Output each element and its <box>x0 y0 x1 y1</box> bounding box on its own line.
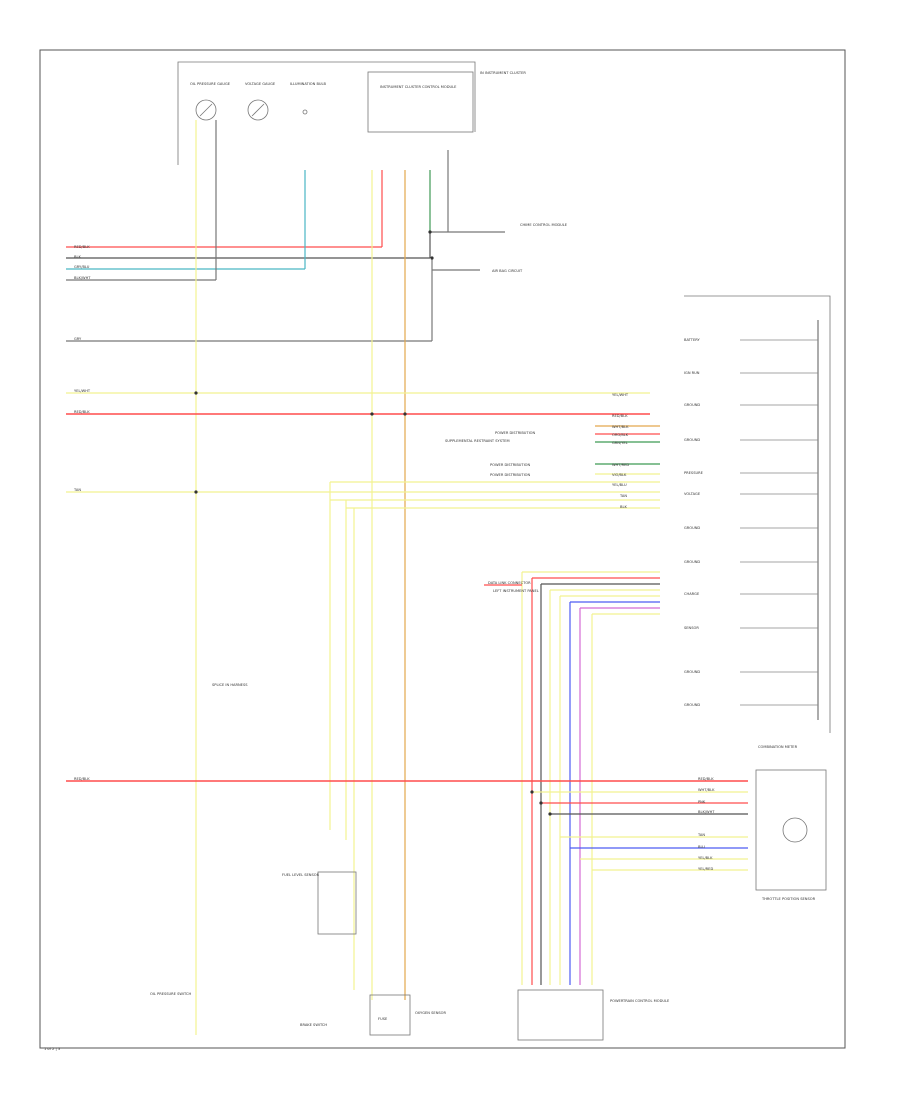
wire-layer <box>66 120 748 1035</box>
left-wire-tag: BLK/WHT <box>74 276 91 280</box>
mid-ref: POWER DISTRIBUTION <box>495 431 535 435</box>
right-wire-tag: YEL/BLU <box>612 483 627 487</box>
bottom-label: OIL PRESSURE SWITCH <box>150 992 191 996</box>
right-wire-tag: VIO/BLK <box>612 473 627 477</box>
meter-pin-label: GROUND <box>684 703 700 707</box>
cluster-enclosure <box>177 61 476 165</box>
cluster-note: IN INSTRUMENT CLUSTER <box>480 71 526 75</box>
diagram-border <box>39 49 846 1049</box>
splice-dot <box>428 230 432 234</box>
right-wire-tag: RED/BLK <box>612 414 628 418</box>
lower-right-tag: TAN <box>697 833 705 837</box>
lower-right-tag: YEL/BLK <box>698 856 713 860</box>
pcm-box <box>517 989 604 1041</box>
meter-pins: BATTERY IGN RUN GROUND GROUND PRESSURE VOLTAG… <box>684 338 818 707</box>
gauge-oil-pressure: OIL PRESSURE GAUGE <box>190 82 231 121</box>
meter-panel-label: COMBINATION METER <box>758 745 798 749</box>
left-wire-tag: YEL/WHT <box>74 389 91 393</box>
lower-right-tag: RED/BLK <box>698 777 714 781</box>
left-bottom-label: FUEL LEVEL SENSOR <box>282 873 320 877</box>
mid-ref: POWER DISTRIBUTION <box>490 463 530 467</box>
svg-text:VOLTAGE GAUGE: VOLTAGE GAUGE <box>245 82 276 86</box>
bottom-label: BRAKE SWITCH <box>300 1023 327 1027</box>
right-wire-tag: TAN <box>619 494 627 498</box>
lower-ref: DATA LINK CONNECTOR <box>488 581 531 585</box>
left-wire-tag: GRY <box>74 337 82 341</box>
svg-text:OIL PRESSURE GAUGE: OIL PRESSURE GAUGE <box>190 82 231 86</box>
left-wire-tag: BLK <box>74 255 81 259</box>
splice-dot <box>403 412 407 416</box>
splice-dot <box>430 256 434 260</box>
svg-text:THROTTLE POSITION SENSOR: THROTTLE POSITION SENSOR <box>761 897 816 901</box>
throttle-position-sensor: THROTTLE POSITION SENSOR <box>755 769 827 901</box>
meter-panel-frame <box>684 295 831 733</box>
splice-dot <box>530 790 534 794</box>
meter-pin-label: GROUND <box>684 403 700 407</box>
left-mid-label: SPLICE IN HARNESS <box>212 683 248 687</box>
meter-pin-label: SENSOR <box>684 626 699 630</box>
right-wire-tag: WHT/BLK <box>612 425 629 429</box>
top-module-label: INSTRUMENT CLUSTER CONTROL MODULE <box>380 85 457 89</box>
top-module-box <box>367 71 474 133</box>
meter-pin-label: GROUND <box>684 670 700 674</box>
fuse-label: FUSE <box>378 1017 388 1021</box>
right-wire-tag: ORG/BLK <box>612 433 629 437</box>
lower-right-tag: BLK/WHT <box>698 810 715 814</box>
splice-dot <box>370 412 374 416</box>
svg-text:ILLUMINATION BULB: ILLUMINATION BULB <box>290 82 327 86</box>
oxygen-sensor-box <box>369 994 411 1036</box>
meter-pin-label: CHARGE <box>684 592 700 596</box>
meter-pin-label: VOLTAGE <box>684 492 701 496</box>
meter-pin-label: GROUND <box>684 560 700 564</box>
right-wire-tag: YEL/WHT <box>612 393 629 397</box>
splice-dot <box>548 812 552 816</box>
bottom-label: OXYGEN SENSOR <box>415 1011 446 1015</box>
lower-right-tag: YEL/RED <box>698 867 713 871</box>
meter-pin-label: PRESSURE <box>684 471 704 475</box>
left-wire-tag: RED/BLK <box>74 410 90 414</box>
splice-dot <box>539 801 543 805</box>
footer-code: 1 of 2 | 3 <box>44 1047 60 1051</box>
splice-dot <box>194 490 198 494</box>
meter-pin-label: BATTERY <box>684 338 701 342</box>
left-wire-tag: RED/BLK <box>74 777 90 781</box>
left-wire-tag: RED/BLK <box>74 245 90 249</box>
meter-pin-label: IGN RUN <box>684 371 700 375</box>
gauge-voltage: VOLTAGE GAUGE <box>245 82 276 121</box>
lower-right-tag: WHT/BLK <box>698 788 715 792</box>
brake-switch <box>317 871 357 935</box>
bottom-label: POWERTRAIN CONTROL MODULE <box>610 999 670 1003</box>
lower-right-tag: PNK <box>698 800 706 804</box>
left-wire-tag: GRY/BLU <box>74 265 90 269</box>
right-wire-tag: GRN/YEL <box>612 441 628 445</box>
meter-pin-label: GROUND <box>684 526 700 530</box>
splice-dot <box>194 391 198 395</box>
mid-ref: SUPPLEMENTAL RESTRAINT SYSTEM <box>445 439 510 443</box>
right-wire-tag: WHT/RED <box>612 463 629 467</box>
right-wire-tag: BLK <box>620 505 627 509</box>
mid-ref: POWER DISTRIBUTION <box>490 473 530 477</box>
meter-pin-label: GROUND <box>684 438 700 442</box>
illumination-bulb: ILLUMINATION BULB <box>290 82 327 115</box>
lower-right-tag: BLU <box>698 845 705 849</box>
lower-ref: LEFT INSTRUMENT PANEL <box>493 589 539 593</box>
left-wire-tag: TAN <box>73 488 81 492</box>
ref-airbag: AIR BAG CIRCUIT <box>492 269 523 273</box>
ref-chime: CHIME CONTROL MODULE <box>520 223 568 227</box>
